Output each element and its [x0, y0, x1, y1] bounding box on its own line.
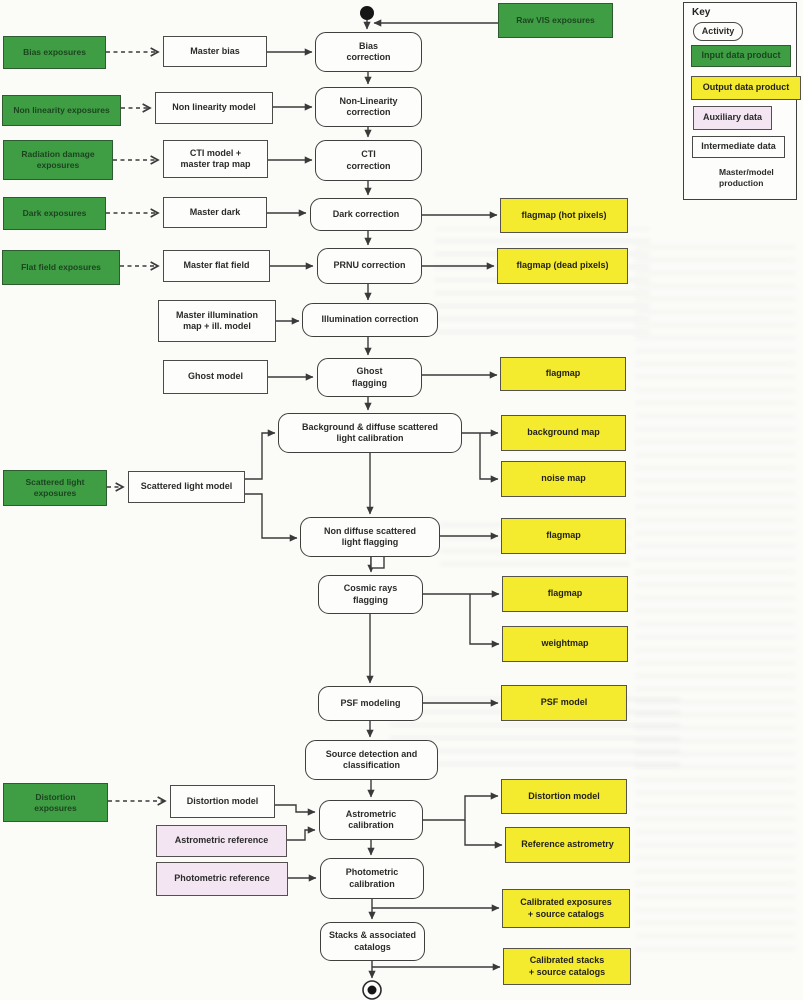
- aux-astrometric-reference: Astrometric reference: [156, 825, 287, 857]
- output-reference-astrometry: Reference astrometry: [505, 827, 630, 863]
- legend-intermediate-data: Intermediate data: [692, 136, 785, 158]
- output-flagmap-non-diffuse: flagmap: [501, 518, 626, 554]
- legend-auxiliary-data: Auxiliary data: [693, 106, 772, 130]
- end-node: [362, 980, 382, 1000]
- activity-non-linearity-correction: Non-Linearity correction: [315, 87, 422, 127]
- legend-master-model-production: Master/model production: [719, 167, 774, 188]
- output-flagmap-ghost: flagmap: [500, 357, 626, 391]
- legend-output-data-product: Output data product: [691, 76, 801, 100]
- activity-background-diffuse-scattered-light-calibration: Background & diffuse scattered light cal…: [278, 413, 462, 453]
- intermediate-non-linearity-model: Non linearity model: [155, 92, 273, 124]
- activity-ghost-flagging: Ghost flagging: [317, 358, 422, 397]
- activity-source-detection-classification: Source detection and classification: [305, 740, 438, 780]
- activity-bias-correction: Bias correction: [315, 32, 422, 72]
- intermediate-ghost-model: Ghost model: [163, 360, 268, 394]
- legend: Key Activity Input data product Output d…: [683, 2, 801, 200]
- activity-prnu-correction: PRNU correction: [317, 248, 422, 284]
- output-calibrated-stacks-source-catalogs: Calibrated stacks + source catalogs: [503, 948, 631, 985]
- input-distortion-exposures: Distortion exposures: [3, 783, 108, 822]
- activity-cosmic-rays-flagging: Cosmic rays flagging: [318, 575, 423, 614]
- input-non-linearity-exposures: Non linearity exposures: [2, 95, 121, 126]
- activity-cti-correction: CTI correction: [315, 140, 422, 181]
- activity-dark-correction: Dark correction: [310, 198, 422, 231]
- output-flagmap-dead-pixels: flagmap (dead pixels): [497, 248, 628, 284]
- activity-illumination-correction: Illumination correction: [302, 303, 438, 337]
- legend-activity: Activity: [693, 22, 743, 41]
- activity-psf-modeling: PSF modeling: [318, 686, 423, 721]
- intermediate-cti-model-master-trap-map: CTI model + master trap map: [163, 140, 268, 178]
- input-raw-vis-exposures: Raw VIS exposures: [498, 3, 613, 38]
- input-bias-exposures: Bias exposures: [3, 36, 106, 69]
- output-background-map: background map: [501, 415, 626, 451]
- activity-non-diffuse-scattered-light-flagging: Non diffuse scattered light flagging: [300, 517, 440, 557]
- output-flagmap-hot-pixels: flagmap (hot pixels): [500, 198, 628, 233]
- output-weightmap: weightmap: [502, 626, 628, 662]
- intermediate-master-illumination-map: Master illumination map + ill. model: [158, 300, 276, 342]
- activity-astrometric-calibration: Astrometric calibration: [319, 800, 423, 840]
- input-flat-field-exposures: Flat field exposures: [2, 250, 120, 285]
- legend-title: Key: [692, 7, 711, 18]
- output-noise-map: noise map: [501, 461, 626, 497]
- input-dark-exposures: Dark exposures: [3, 197, 106, 230]
- aux-photometric-reference: Photometric reference: [156, 862, 288, 896]
- intermediate-master-flat-field: Master flat field: [163, 250, 270, 282]
- intermediate-master-bias: Master bias: [163, 36, 267, 67]
- output-psf-model: PSF model: [501, 685, 627, 721]
- activity-photometric-calibration: Photometric calibration: [320, 858, 424, 899]
- output-flagmap-cosmic-rays: flagmap: [502, 576, 628, 612]
- start-node: [360, 6, 374, 20]
- input-radiation-damage-exposures: Radiation damage exposures: [3, 140, 113, 180]
- intermediate-scattered-light-model: Scattered light model: [128, 471, 245, 503]
- legend-input-data-product: Input data product: [691, 45, 791, 67]
- output-distortion-model: Distortion model: [501, 779, 627, 814]
- input-scattered-light-exposures: Scattered light exposures: [3, 470, 107, 506]
- intermediate-distortion-model: Distortion model: [170, 785, 275, 818]
- output-calibrated-exposures-source-catalogs: Calibrated exposures + source catalogs: [502, 889, 630, 928]
- activity-stacks-associated-catalogs: Stacks & associated catalogs: [320, 922, 425, 961]
- intermediate-master-dark: Master dark: [163, 197, 267, 228]
